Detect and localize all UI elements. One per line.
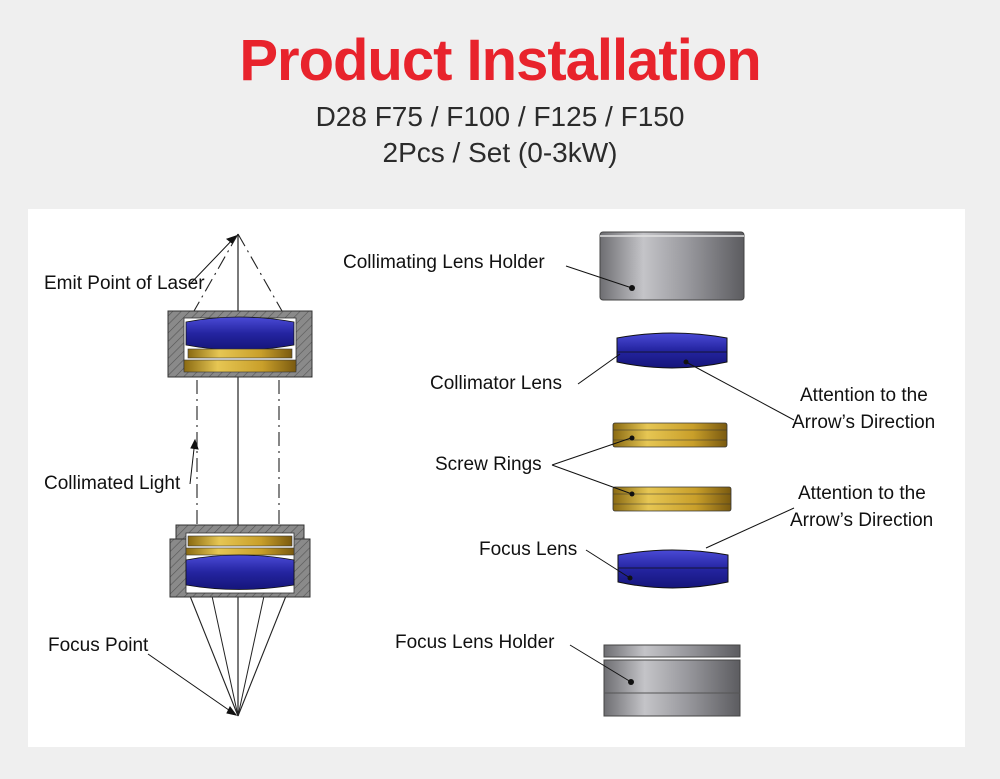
label-focus-lens-holder: Focus Lens Holder [395, 632, 555, 653]
focus-lens [617, 549, 729, 589]
beam-line [237, 595, 265, 717]
leader-lines [147, 235, 795, 716]
label-screw-rings: Screw Rings [435, 454, 542, 475]
label-focus-point: Focus Point [48, 635, 149, 656]
label-attention-2-line2: Arrow’s Direction [790, 510, 934, 531]
beam-line [237, 233, 287, 319]
collimator-section [167, 310, 313, 378]
beam-line [237, 595, 287, 717]
label-attention-1-line1: Attention to the [800, 385, 928, 406]
subtitle-models: D28 F75 / F100 / F125 / F150 [315, 101, 685, 132]
label-collimated-light: Collimated Light [44, 473, 181, 494]
collimating-lens-holder [599, 231, 745, 301]
label-focus-lens: Focus Lens [479, 539, 578, 560]
beam-line [189, 595, 239, 717]
focus-section [169, 524, 311, 598]
label-attention-2-line1: Attention to the [798, 483, 926, 504]
screw-ring-upper [612, 422, 728, 448]
label-emit-point: Emit Point of Laser [44, 273, 205, 294]
screw-ring-lower [612, 486, 732, 512]
label-attention-1-line2: Arrow’s Direction [792, 412, 936, 433]
beam-line [189, 233, 239, 319]
focus-lens-section [185, 554, 295, 590]
subtitle-set: 2Pcs / Set (0-3kW) [382, 137, 618, 168]
page-title: Product Installation [239, 28, 761, 93]
collimator-lens [616, 332, 728, 369]
optical-path [189, 233, 287, 717]
focus-lens-holder [603, 644, 741, 717]
label-collimating-lens-holder: Collimating Lens Holder [343, 252, 545, 273]
label-collimator-lens: Collimator Lens [430, 373, 562, 394]
diagram-panel [28, 209, 965, 747]
beam-line [211, 595, 239, 717]
collimator-lens-section [185, 316, 295, 351]
